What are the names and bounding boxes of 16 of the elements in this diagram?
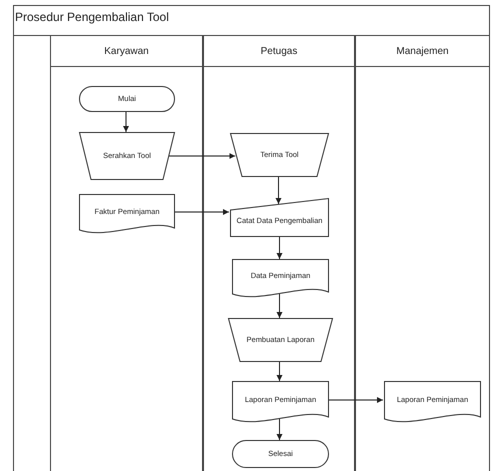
diagram-title: Prosedur Pengembalian Tool: [15, 10, 169, 24]
arrow: [276, 176, 282, 204]
lane-title: Manajemen: [396, 46, 449, 56]
arrow: [276, 418, 282, 440]
swimlane: [50, 36, 203, 471]
arrow: [123, 112, 129, 132]
arrow: [276, 294, 282, 318]
swimlane: [203, 36, 355, 471]
arrow: [276, 362, 282, 382]
swimlane: [355, 36, 490, 471]
arrow: [174, 209, 230, 215]
arrow: [276, 236, 282, 260]
lane-title: Karyawan: [104, 46, 149, 56]
lane-title: Petugas: [260, 46, 298, 56]
arrow: [168, 153, 236, 159]
arrow: [328, 397, 384, 403]
